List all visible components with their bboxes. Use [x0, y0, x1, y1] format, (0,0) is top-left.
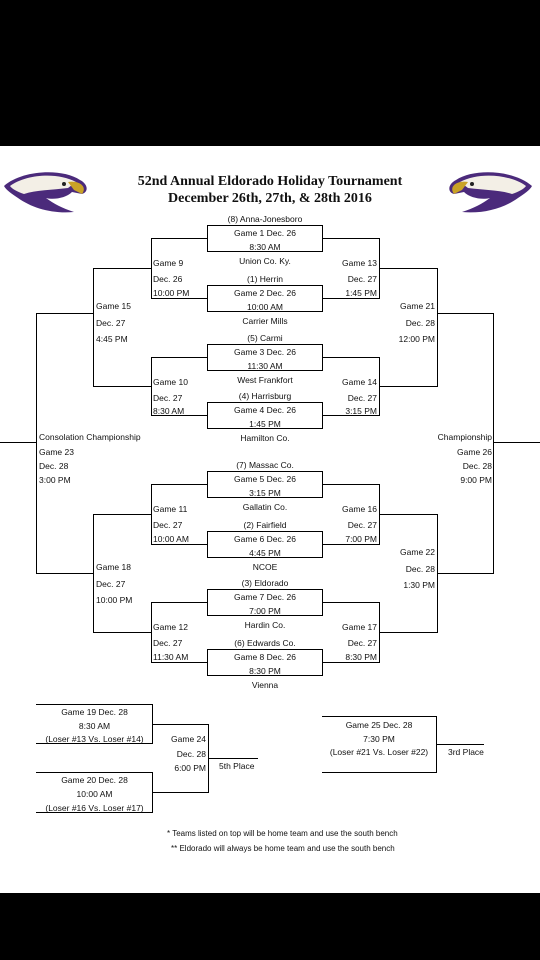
team-name: Hardin Co.: [244, 620, 286, 630]
team-name: Gallatin Co.: [242, 502, 288, 512]
game-time: 1:45 PM: [249, 419, 281, 429]
game-label: Game 5 Dec. 26: [234, 474, 296, 484]
footnote: * Teams listed on top will be home team …: [167, 829, 398, 838]
game-label: Game 4 Dec. 26: [234, 405, 296, 415]
game-time: 6:00 PM: [174, 763, 206, 773]
game-time: 7:00 PM: [249, 606, 281, 616]
game-label: Game 13: [342, 258, 377, 268]
team-name: (2) Fairfield: [243, 520, 287, 530]
team-name: (6) Edwards Co.: [234, 638, 296, 648]
game-time: 9:00 PM: [460, 475, 492, 485]
game-time: 7:30 PM: [363, 734, 395, 744]
game-time: 4:45 PM: [96, 334, 128, 344]
team-name: NCOE: [252, 562, 278, 572]
game-label: Game 20 Dec. 28: [61, 775, 128, 785]
game-date: Dec. 27: [347, 393, 377, 403]
game-time: 10:00 PM: [153, 288, 190, 298]
game-date: Dec. 28: [405, 564, 435, 574]
game-date: Dec. 27: [347, 520, 377, 530]
game-label: Game 3 Dec. 26: [234, 347, 296, 357]
team-name: Hamilton Co.: [240, 433, 290, 443]
game-time: 4:45 PM: [249, 548, 281, 558]
game-label: Game 6 Dec. 26: [234, 534, 296, 544]
game-label: Game 23: [39, 447, 74, 457]
game-date: Dec. 27: [153, 520, 183, 530]
game-time: 8:30 PM: [345, 652, 377, 662]
game-label: Game 14: [342, 377, 377, 387]
game-date: Dec. 28: [39, 461, 69, 471]
game-date: Dec. 28: [462, 461, 492, 471]
page-title: 52nd Annual Eldorado Holiday Tournament: [137, 174, 403, 189]
game-label: Game 7 Dec. 26: [234, 592, 296, 602]
game-date: Dec. 28: [176, 749, 206, 759]
game-label: Game 26: [457, 447, 492, 457]
bracket-sheet: [0, 146, 540, 893]
game-time: 10:00 PM: [96, 595, 133, 605]
team-name: (7) Massac Co.: [236, 460, 294, 470]
fifth-place-label: 5th Place: [219, 761, 255, 771]
game-label: Game 12: [153, 622, 188, 632]
game-label: Game 21: [400, 301, 435, 311]
game-date: Dec. 27: [347, 274, 377, 284]
team-name: Union Co. Ky.: [239, 256, 291, 266]
team-name: (8) Anna-Jonesboro: [227, 214, 303, 224]
consolation-label: Consolation Championship: [39, 432, 141, 442]
team-name: (1) Herrin: [247, 274, 283, 284]
team-name: Vienna: [251, 680, 279, 690]
game-date: Dec. 27: [347, 638, 377, 648]
footnote: ** Eldorado will always be home team and…: [171, 844, 395, 853]
third-place-label: 3rd Place: [448, 747, 484, 757]
game-time: 8:30 PM: [249, 666, 281, 676]
game-matchup: (Loser #13 Vs. Loser #14): [45, 734, 144, 744]
game-label: Game 9: [153, 258, 184, 268]
game-label: Game 15: [96, 301, 131, 311]
game-date: Dec. 26: [153, 274, 183, 284]
game-label: Game 8 Dec. 26: [234, 652, 296, 662]
game-label: Game 19 Dec. 28: [61, 707, 128, 717]
game-time: 8:30 AM: [249, 242, 281, 252]
game-label: Game 16: [342, 504, 377, 514]
team-name: Carrier Mills: [242, 316, 288, 326]
team-name: (4) Harrisburg: [238, 391, 292, 401]
eagle-head-icon: [4, 172, 87, 213]
game-date: Dec. 27: [96, 579, 126, 589]
team-name: (3) Eldorado: [241, 578, 289, 588]
game-label: Game 18: [96, 562, 131, 572]
game-time: 10:00 AM: [247, 302, 283, 312]
game-time: 11:30 AM: [153, 652, 189, 662]
game-date: Dec. 28: [405, 318, 435, 328]
game-label: Game 25 Dec. 28: [345, 720, 413, 730]
game-label: Game 22: [400, 547, 435, 557]
team-name: West Frankfort: [237, 375, 293, 385]
game-label: Game 10: [153, 377, 188, 387]
eagle-head-icon: [449, 172, 532, 213]
game-time: 10:00 AM: [153, 534, 189, 544]
game-matchup: (Loser #16 Vs. Loser #17): [45, 803, 144, 813]
game-time: 11:30 AM: [247, 361, 283, 371]
game-time: 8:30 AM: [78, 721, 111, 731]
game-time: 7:00 PM: [345, 534, 377, 544]
game-time: 1:45 PM: [345, 288, 377, 298]
game-label: Game 1 Dec. 26: [234, 228, 296, 238]
game-label: Game 24: [171, 734, 206, 744]
game-time: 10:00 AM: [76, 789, 113, 799]
team-name: (5) Carmi: [247, 333, 283, 343]
page-subtitle: December 26th, 27th, & 28th 2016: [168, 191, 372, 206]
game-matchup: (Loser #21 Vs. Loser #22): [329, 747, 429, 757]
game-time: 1:30 PM: [403, 580, 435, 590]
game-time: 12:00 PM: [398, 334, 435, 344]
game-label: Game 2 Dec. 26: [234, 288, 296, 298]
game-time: 3:00 PM: [39, 475, 71, 485]
game-label: Game 11: [153, 504, 188, 514]
game-date: Dec. 27: [153, 638, 183, 648]
game-date: Dec. 27: [96, 318, 126, 328]
game-time: 8:30 AM: [153, 406, 185, 416]
game-date: Dec. 27: [153, 393, 183, 403]
game-time: 3:15 PM: [345, 406, 377, 416]
championship-label: Championship: [437, 432, 492, 442]
game-time: 3:15 PM: [249, 488, 281, 498]
game-label: Game 17: [342, 622, 377, 632]
